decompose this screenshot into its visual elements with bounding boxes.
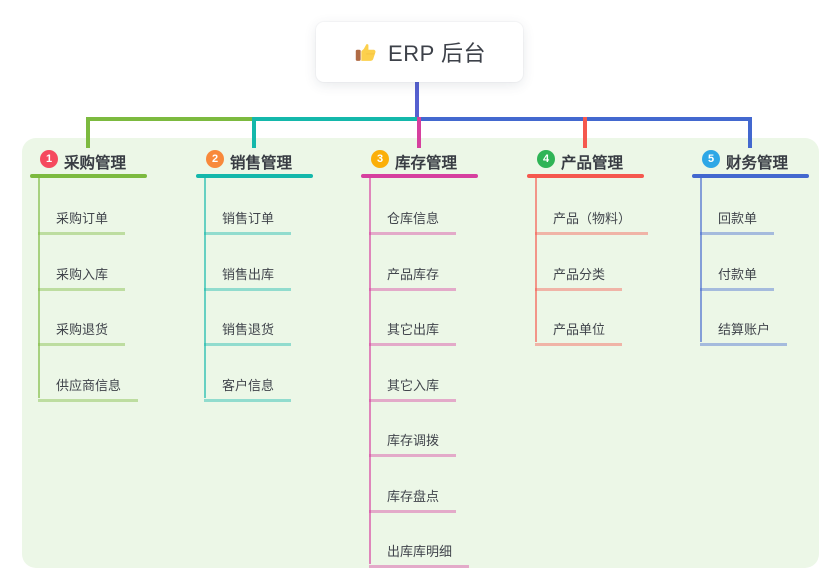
subtopic-item[interactable]: 库存盘点: [369, 478, 457, 513]
branch-badge: 1: [40, 150, 58, 168]
branch-badge: 5: [702, 150, 720, 168]
subtopic-item[interactable]: 产品单位: [535, 311, 623, 346]
subtopic-spine-line: [700, 178, 702, 342]
branch-underline: [361, 174, 478, 178]
subtopic-item[interactable]: 仓库信息: [369, 200, 457, 235]
rail-segment-left-green: [86, 117, 254, 121]
branch-underline: [30, 174, 147, 178]
root-title: ERP 后台: [388, 41, 486, 66]
branch-header[interactable]: 财务管理: [726, 155, 789, 172]
subtopic-spine-line: [369, 178, 371, 564]
branch-header[interactable]: 销售管理: [230, 155, 293, 172]
subtopic-item[interactable]: 产品（物料）: [535, 200, 649, 235]
subtopic-item[interactable]: 采购订单: [38, 200, 126, 235]
subtopic-item[interactable]: 销售订单: [204, 200, 292, 235]
branch-drop-line: [252, 117, 256, 148]
branch-header[interactable]: 产品管理: [561, 155, 624, 172]
subtopic-item[interactable]: 采购入库: [38, 256, 126, 291]
subtopic-item[interactable]: 付款单: [700, 256, 775, 291]
branch-underline: [196, 174, 313, 178]
branch-badge: 3: [371, 150, 389, 168]
subtopic-item[interactable]: 销售退货: [204, 311, 292, 346]
branch-underline: [527, 174, 644, 178]
subtopic-item[interactable]: 其它入库: [369, 367, 457, 402]
branch-header[interactable]: 库存管理: [395, 155, 458, 172]
subtopic-item[interactable]: 客户信息: [204, 367, 292, 402]
trunk-line: [415, 80, 419, 121]
branch-drop-line: [86, 117, 90, 148]
thumbs-up-icon: [355, 43, 376, 61]
branch-header[interactable]: 采购管理: [64, 155, 127, 172]
branch-drop-line: [417, 117, 421, 148]
subtopic-item[interactable]: 供应商信息: [38, 367, 139, 402]
root-node[interactable]: ERP 后台: [316, 22, 523, 82]
branch-badge: 4: [537, 150, 555, 168]
branch-drop-line: [748, 117, 752, 148]
rail-segment-mid-teal: [252, 117, 419, 121]
subtopic-item[interactable]: 产品库存: [369, 256, 457, 291]
subtopic-item[interactable]: 其它出库: [369, 311, 457, 346]
branch-drop-line: [583, 117, 587, 148]
subtopic-item[interactable]: 销售出库: [204, 256, 292, 291]
subtopic-spine-line: [535, 178, 537, 342]
subtopic-item[interactable]: 结算账户: [700, 311, 788, 346]
mindmap-panel: [22, 138, 819, 568]
subtopic-spine-line: [204, 178, 206, 398]
branch-underline: [692, 174, 809, 178]
subtopic-item[interactable]: 产品分类: [535, 256, 623, 291]
subtopic-spine-line: [38, 178, 40, 398]
subtopic-item[interactable]: 采购退货: [38, 311, 126, 346]
branch-badge: 2: [206, 150, 224, 168]
subtopic-item[interactable]: 出库库明细: [369, 533, 470, 568]
subtopic-item[interactable]: 回款单: [700, 200, 775, 235]
subtopic-item[interactable]: 库存调拨: [369, 422, 457, 457]
